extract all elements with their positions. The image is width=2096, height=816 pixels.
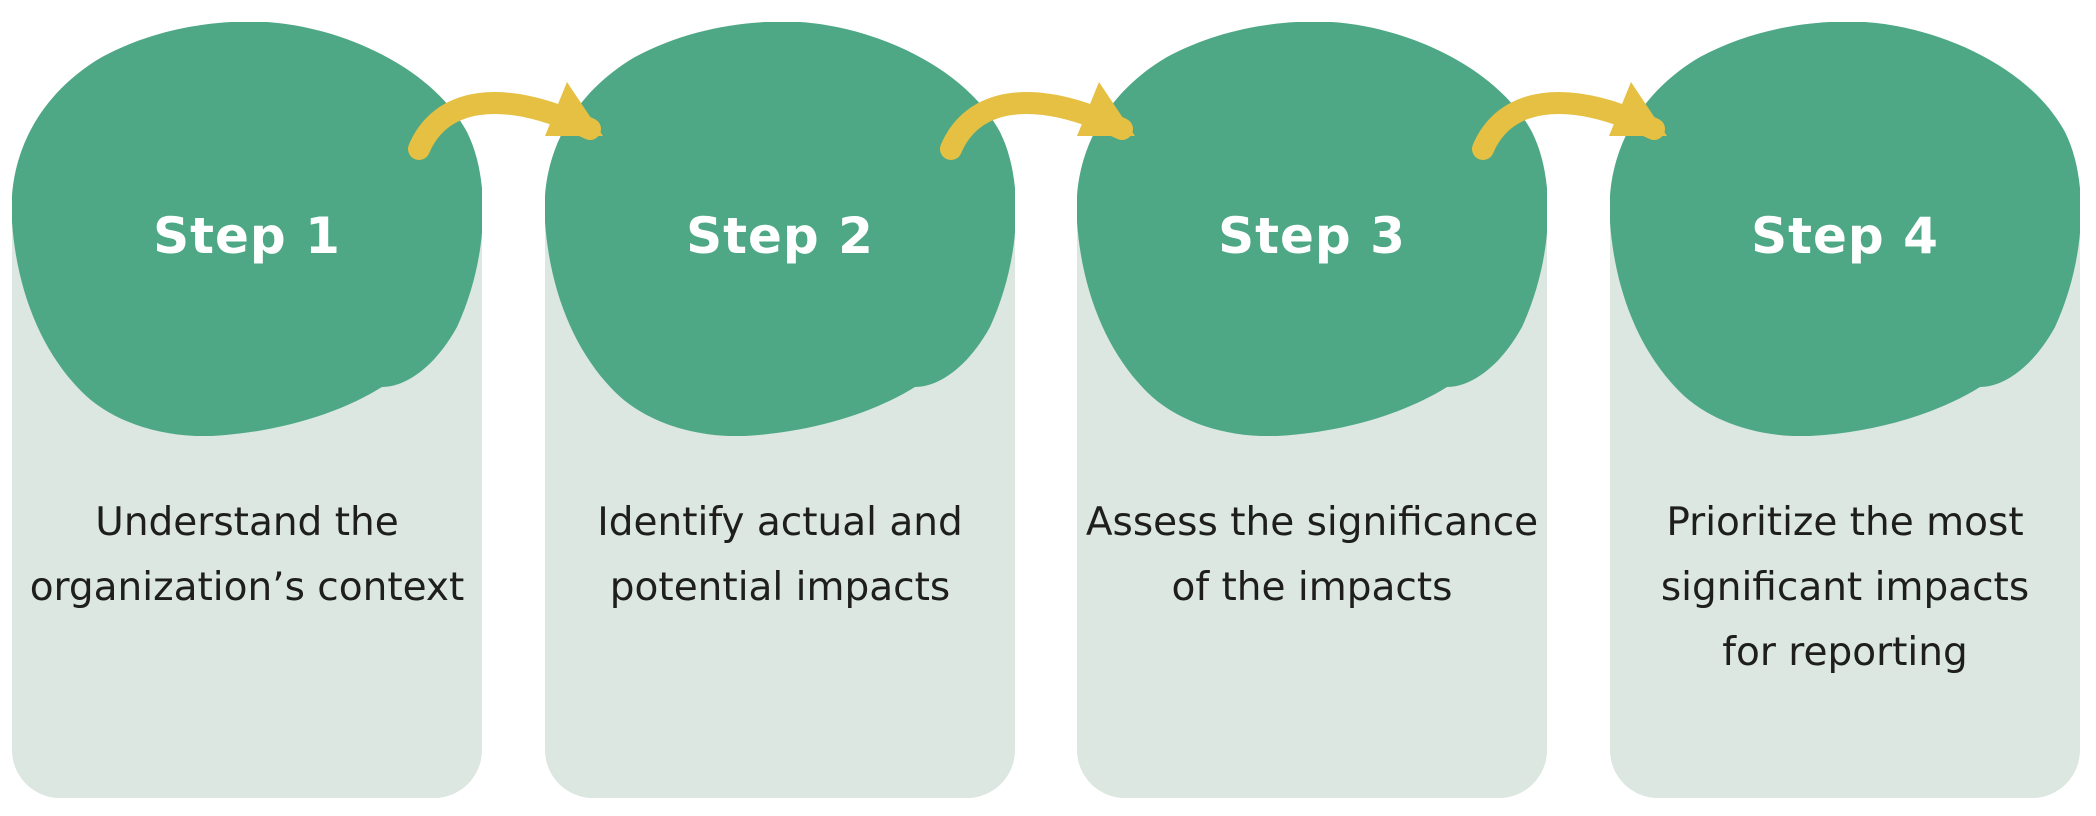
step-3-title: Step 3	[1218, 207, 1406, 265]
step-4-title: Step 4	[1751, 207, 1939, 265]
step-4-description: Prioritize the most significant impacts …	[1660, 500, 2030, 675]
curved-arrow-icon	[405, 74, 605, 174]
step-3-description: Assess the significance of the impacts	[1085, 500, 1539, 610]
step-2-blob	[545, 22, 1015, 436]
step-3-blob	[1077, 22, 1547, 436]
step-1-blob	[12, 22, 482, 436]
curved-arrow-icon	[1469, 74, 1669, 174]
step-2-title: Step 2	[686, 207, 874, 265]
step-1-title: Step 1	[153, 207, 341, 265]
step-1-description: Understand the organization’s context	[29, 500, 465, 610]
step-4-blob	[1610, 22, 2080, 436]
curved-arrow-icon	[937, 74, 1137, 174]
step-2-description: Identify actual and potential impacts	[597, 500, 963, 610]
